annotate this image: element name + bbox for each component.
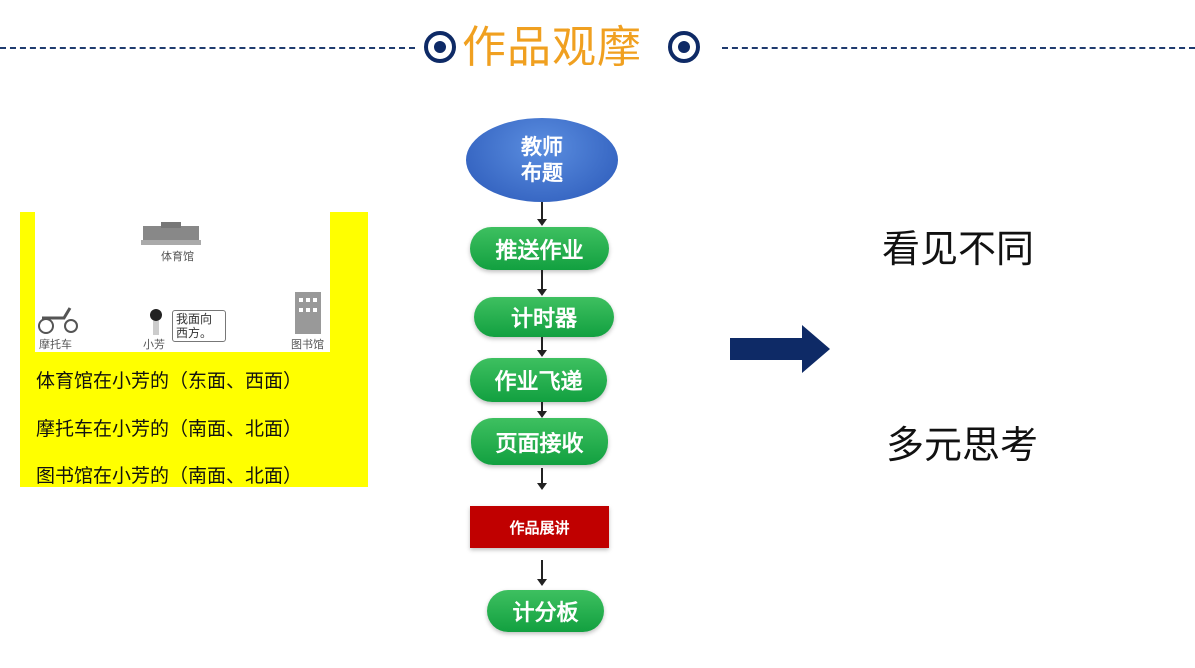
flow-step-label: 计分板 — [512, 601, 579, 626]
flow-step-label: 作品展讲 — [509, 518, 570, 537]
outcome-diverse-thinking: 多元思考 — [886, 423, 1039, 467]
flow-step-label: 作业飞递 — [494, 370, 583, 395]
header-divider-left — [0, 47, 415, 49]
flow-arrow — [537, 402, 547, 418]
flow-start-teacher-assign: 教师布题 — [466, 118, 618, 202]
flow-step-label: 页面接收 — [495, 431, 584, 457]
motorcycle-label: 摩托车 — [39, 338, 72, 351]
flow-arrow — [537, 202, 547, 226]
flow-start-label: 教师布题 — [521, 135, 563, 185]
header-divider-right — [722, 47, 1195, 49]
page-title: 作品观摩 — [462, 22, 642, 73]
outcome-see-difference: 看见不同 — [882, 227, 1035, 271]
flow-step-label: 计时器 — [510, 307, 577, 332]
flow-arrow — [537, 560, 547, 586]
question-2: 摩托车在小芳的（南面、北面） — [36, 418, 303, 440]
question-3: 图书馆在小芳的（南面、北面） — [36, 465, 303, 487]
library-label: 图书馆 — [291, 338, 324, 351]
library-building-icon — [295, 292, 321, 334]
flow-step-push: 推送作业 — [470, 227, 609, 270]
flow-arrow — [537, 337, 547, 357]
flow-step-deliver: 作业飞递 — [470, 358, 607, 402]
right-arrow-icon — [730, 325, 830, 373]
flow-step-present: 作品展讲 — [470, 506, 609, 548]
girl-icon — [150, 309, 162, 335]
exercise-picture: 体育馆 摩托车 小芳 我面向西方。 图书馆 — [35, 212, 330, 352]
speech-bubble: 我面向西方。 — [172, 310, 226, 342]
flow-step-label: 推送作业 — [495, 238, 584, 264]
gym-building-icon — [141, 222, 201, 245]
target-bullet-icon — [668, 31, 700, 63]
question-1: 体育馆在小芳的（东面、西面） — [36, 370, 303, 392]
flow-arrow — [537, 468, 547, 490]
girl-label: 小芳 — [143, 338, 165, 351]
flow-step-timer: 计时器 — [474, 297, 614, 337]
flow-end-scoreboard: 计分板 — [487, 590, 604, 632]
flow-step-receive: 页面接收 — [471, 418, 608, 465]
motorcycle-icon — [38, 307, 78, 334]
gym-label: 体育馆 — [161, 250, 194, 263]
target-bullet-icon — [424, 31, 456, 63]
flow-arrow — [537, 270, 547, 296]
